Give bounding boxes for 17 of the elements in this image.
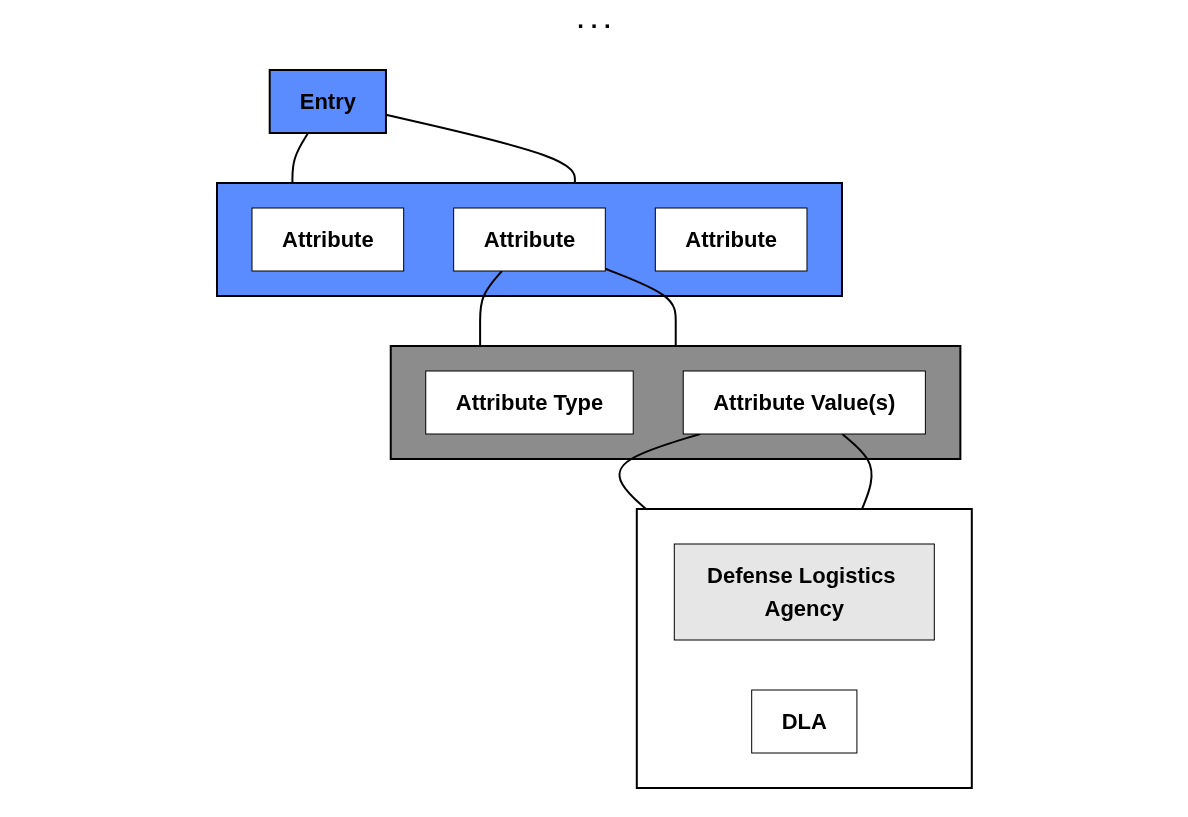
connector — [478, 269, 503, 347]
node-box: Attribute Value(s) — [682, 370, 926, 434]
cluster — [635, 507, 973, 789]
cluster — [389, 344, 961, 460]
node-box: Attribute Type — [424, 370, 634, 434]
connector — [618, 432, 701, 510]
node-box: Attribute — [452, 207, 606, 271]
node-box: Attribute — [251, 207, 404, 271]
connector — [603, 267, 677, 347]
node-box: Attribute — [654, 207, 808, 271]
node-box: Defense Logistics Agency — [673, 543, 935, 640]
node-box: DLA — [750, 689, 857, 753]
connector — [840, 432, 873, 510]
cluster — [215, 181, 843, 297]
ellipsis-text: . . . — [577, 6, 611, 33]
connector — [291, 131, 309, 184]
node-box: Entry — [268, 68, 387, 134]
